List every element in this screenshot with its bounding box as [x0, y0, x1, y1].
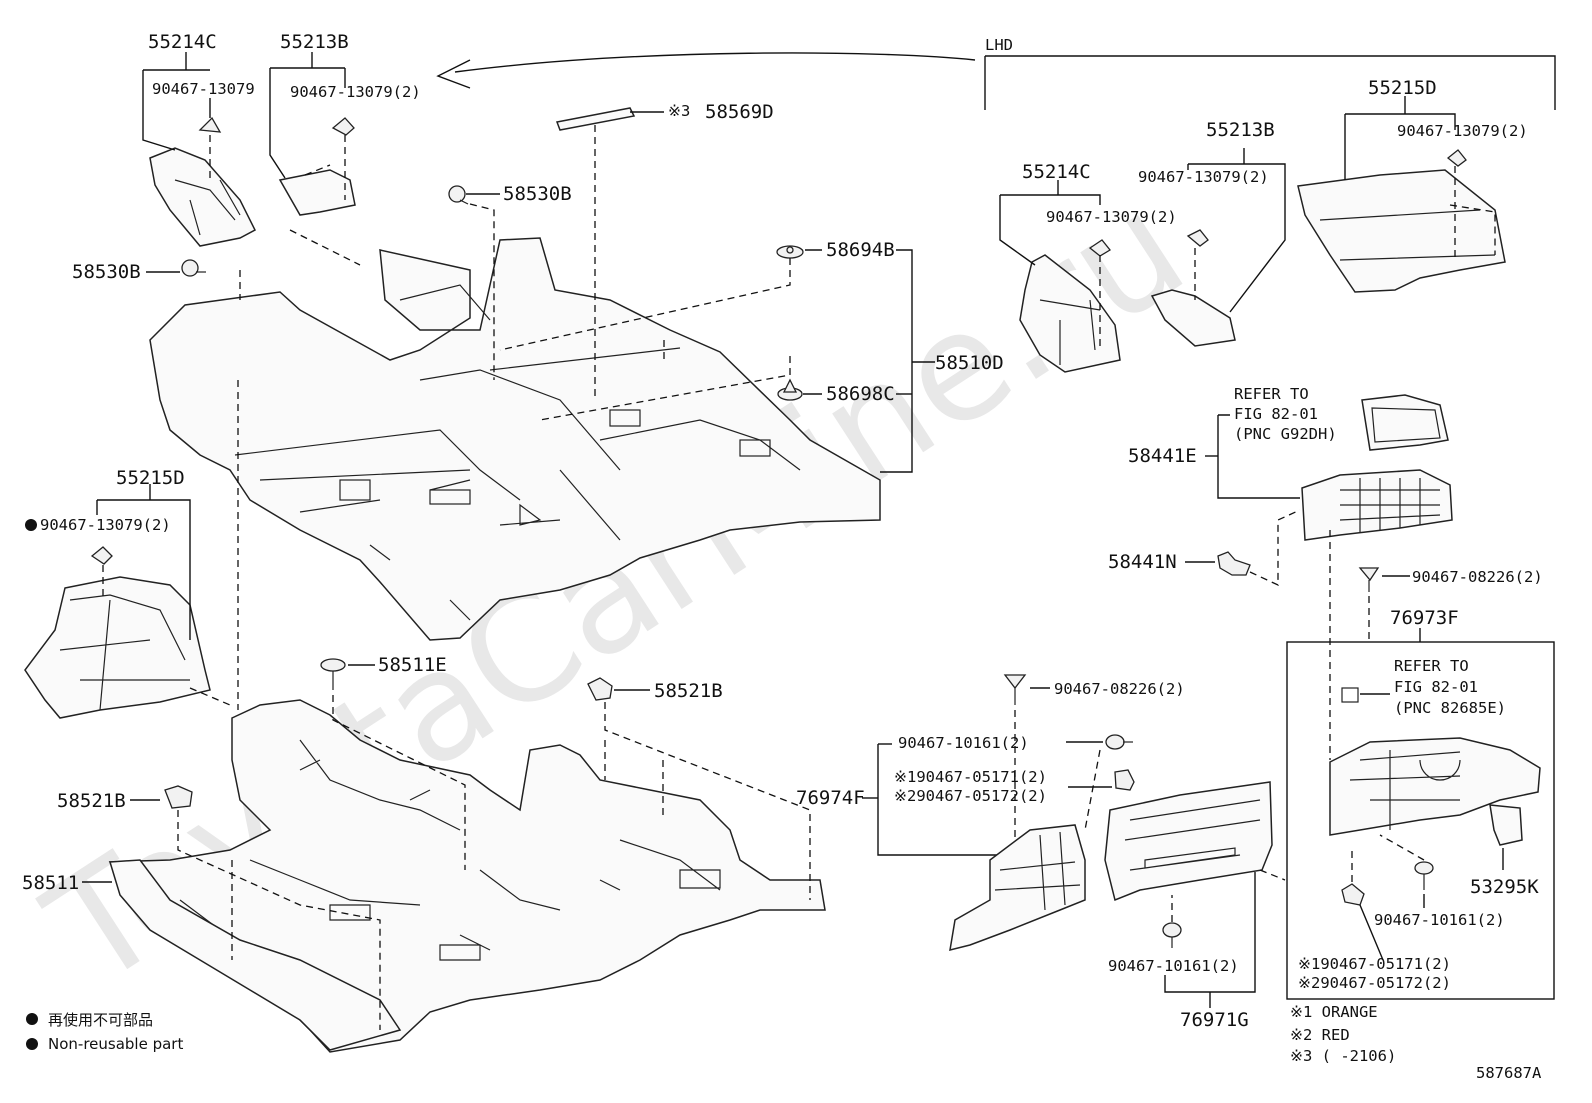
label-58530B-top[interactable]: 58530B: [503, 183, 572, 205]
label-58511E[interactable]: 58511E: [378, 654, 447, 676]
panel-58441E[interactable]: [1301, 469, 1453, 541]
legend-dot-en: [26, 1038, 38, 1050]
label-bolt-08226-center[interactable]: 90467-08226(2): [1054, 680, 1185, 698]
clip-58530B-left[interactable]: [181, 259, 206, 277]
refer-g92dh-line3: (PNC G92DH): [1234, 425, 1337, 443]
legend-non-reusable-jp: 再使用不可部品: [48, 1011, 153, 1029]
label-58694B[interactable]: 58694B: [826, 239, 895, 261]
clip-90467-08226-center[interactable]: [1003, 674, 1027, 705]
label-55215D-right[interactable]: 55215D: [1368, 77, 1437, 99]
clip-90467-10161-box[interactable]: [1414, 861, 1434, 890]
label-58521B-top[interactable]: 58521B: [654, 680, 723, 702]
labels: 55214C 55213B 90467-13079 90467-13079(2)…: [22, 31, 1543, 1082]
legend-dot-jp: [26, 1013, 38, 1025]
label-55214C-right[interactable]: 55214C: [1022, 161, 1091, 183]
label-58510D[interactable]: 58510D: [935, 352, 1004, 374]
clip-90467-05171-center[interactable]: [1114, 769, 1135, 791]
trim-58569D[interactable]: [555, 107, 636, 131]
label-58569D[interactable]: 58569D: [705, 101, 774, 123]
label-bolt-55213B-right[interactable]: 90467-13079(2): [1138, 168, 1269, 186]
label-76974F[interactable]: 76974F: [796, 787, 865, 809]
label-lhd: LHD: [985, 36, 1013, 54]
label-clip-05172-center[interactable]: ※290467-05172(2): [894, 787, 1047, 805]
clip-90467-08226-right[interactable]: [1358, 567, 1380, 592]
clip-58530B-top[interactable]: [448, 185, 469, 205]
non-reusable-dot: [25, 519, 37, 531]
panel-55213B-left[interactable]: [278, 117, 356, 216]
refer-box-g92dh[interactable]: [1361, 394, 1449, 451]
label-bolt-10161-box[interactable]: 90467-10161(2): [1374, 911, 1505, 929]
panel-55215D-right[interactable]: [1297, 149, 1506, 293]
panel-55213B-right[interactable]: [1150, 229, 1236, 347]
label-55213B-left[interactable]: 55213B: [280, 31, 349, 53]
label-bolt-58441E[interactable]: 90467-08226(2): [1412, 568, 1543, 586]
floor-carpet-rear[interactable]: [108, 699, 826, 1053]
note-red: ※2 RED: [1290, 1026, 1350, 1044]
label-58698C[interactable]: 58698C: [826, 383, 895, 405]
floor-carpet-front[interactable]: [149, 237, 881, 641]
label-58511[interactable]: 58511: [22, 872, 79, 894]
label-55213B-right[interactable]: 55213B: [1206, 119, 1275, 141]
quarter-trim-76973F[interactable]: [1329, 687, 1541, 836]
refer-82685e-line3: (PNC 82685E): [1394, 699, 1506, 717]
refer-g92dh-line1: REFER TO: [1234, 385, 1309, 403]
clip-58441N[interactable]: [1217, 551, 1251, 576]
label-bolt-10161-lower[interactable]: 90467-10161(2): [1108, 957, 1239, 975]
label-58569D-mark: ※3: [668, 102, 690, 120]
label-58521B-left[interactable]: 58521B: [57, 790, 126, 812]
clip-90467-10161-center[interactable]: [1105, 734, 1133, 750]
part-53295K[interactable]: [1489, 804, 1523, 846]
legend-non-reusable-en: Non-reusable part: [48, 1035, 183, 1053]
label-bolt-55215D-right[interactable]: 90467-13079(2): [1397, 122, 1528, 140]
label-bolt-55215D-left[interactable]: 90467-13079(2): [40, 516, 171, 534]
label-clip-05171-box[interactable]: ※190467-05171(2): [1298, 955, 1451, 973]
panel-55215D-left[interactable]: [24, 546, 211, 719]
clip-90467-10161-lower[interactable]: [1162, 922, 1182, 948]
note-date: ※3 ( -2106): [1290, 1047, 1396, 1065]
clip-58521B-top[interactable]: [587, 677, 613, 701]
label-58441N[interactable]: 58441N: [1108, 551, 1177, 573]
label-53295K[interactable]: 53295K: [1470, 876, 1539, 898]
label-76971G[interactable]: 76971G: [1180, 1009, 1249, 1031]
quarter-trim-76974F[interactable]: [949, 824, 1086, 952]
diagram-id: 587687A: [1476, 1064, 1542, 1082]
refer-82685e-line1: REFER TO: [1394, 657, 1469, 675]
label-bolt-55214C-right[interactable]: 90467-13079(2): [1046, 208, 1177, 226]
label-76973F[interactable]: 76973F: [1390, 607, 1459, 629]
panel-55214C-left[interactable]: [149, 116, 256, 247]
label-bolt-10161-center[interactable]: 90467-10161(2): [898, 734, 1029, 752]
label-clip-05172-box[interactable]: ※290467-05172(2): [1298, 974, 1451, 992]
label-bolt-55213B-left[interactable]: 90467-13079(2): [290, 83, 421, 101]
panel-55214C-right[interactable]: [1019, 239, 1121, 373]
refer-g92dh-line2: FIG 82-01: [1234, 405, 1318, 423]
refer-82685e-line2: FIG 82-01: [1394, 678, 1478, 696]
clip-58694B[interactable]: [776, 245, 804, 259]
quarter-trim-76971G[interactable]: [1104, 781, 1273, 902]
label-bolt-55214C-left[interactable]: 90467-13079: [152, 80, 255, 98]
label-55214C-left[interactable]: 55214C: [148, 31, 217, 53]
clip-58521B-left[interactable]: [164, 785, 193, 809]
label-58441E[interactable]: 58441E: [1128, 445, 1197, 467]
label-55215D-left[interactable]: 55215D: [116, 467, 185, 489]
clip-58511E[interactable]: [320, 658, 346, 690]
label-58530B-left[interactable]: 58530B: [72, 261, 141, 283]
note-orange: ※1 ORANGE: [1290, 1003, 1378, 1021]
label-clip-05171-center[interactable]: ※190467-05171(2): [894, 768, 1047, 786]
clip-58698C[interactable]: [777, 378, 803, 401]
clip-90467-05171-box[interactable]: [1341, 883, 1365, 906]
